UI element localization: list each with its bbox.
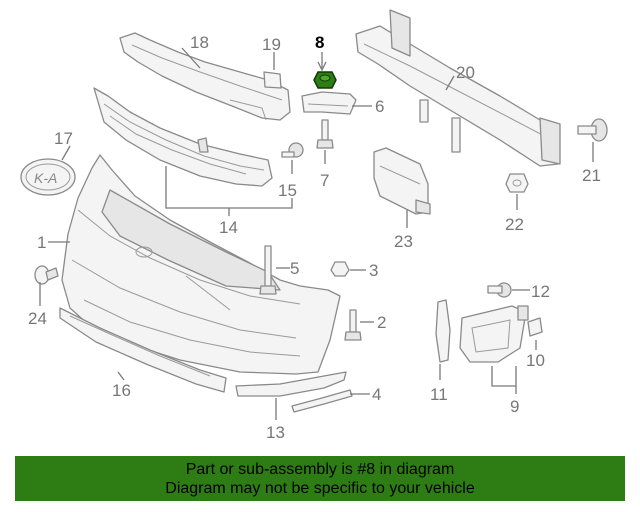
callout-15: 15	[278, 181, 297, 200]
callout-17: 17	[54, 129, 73, 148]
footer-line-2: Diagram may not be specific to your vehi…	[165, 480, 475, 497]
part-23-module	[373, 147, 431, 215]
part-19-bracket	[263, 71, 282, 89]
parts-diagram: K-A	[20, 9, 608, 442]
part-13-moulding	[235, 371, 347, 397]
part-17-emblem: K-A	[20, 158, 76, 196]
part-20-reinforcement	[355, 9, 561, 167]
callout-21: 21	[582, 166, 601, 185]
part-12-bolt	[487, 282, 512, 298]
callout-7: 7	[320, 171, 329, 190]
callout-13: 13	[266, 423, 285, 442]
callout-3: 3	[369, 261, 378, 280]
callout-20: 20	[456, 63, 475, 82]
callout-1: 1	[37, 233, 46, 252]
callout-14: 14	[219, 218, 238, 237]
part-8-nut-highlighted	[313, 71, 337, 89]
callout-23: 23	[394, 232, 413, 251]
leader-lines	[39, 47, 594, 420]
part-24-clip	[34, 265, 59, 285]
part-9-bracket	[459, 305, 529, 363]
part-14-grille	[93, 87, 273, 187]
part-10-clip	[527, 317, 543, 337]
part-6-bracket	[301, 91, 357, 115]
callout-2: 2	[377, 313, 386, 332]
callout-12: 12	[531, 282, 550, 301]
part-1-bumper-cover	[61, 154, 341, 375]
part-5-bolt	[259, 245, 277, 295]
part-15-screw	[281, 142, 304, 158]
part-22-nut	[505, 173, 529, 193]
part-21-bolt	[577, 118, 608, 142]
callout-5: 5	[290, 259, 299, 278]
part-16-lower-lip	[59, 307, 227, 393]
callout-9: 9	[510, 397, 519, 416]
callout-22: 22	[505, 215, 524, 234]
callout-11: 11	[430, 385, 448, 404]
part-2-bolt	[344, 309, 362, 341]
callout-19: 19	[262, 35, 281, 54]
part-7-bolt	[316, 119, 334, 149]
part-11-side-bracket	[435, 299, 451, 363]
callout-8: 8	[315, 33, 324, 52]
footer-banner: Part or sub-assembly is #8 in diagram Di…	[15, 456, 625, 501]
svg-text:K-A: K-A	[34, 170, 57, 186]
footer-line-1: Part or sub-assembly is #8 in diagram	[185, 461, 455, 478]
callout-numbers: 18 19 8 20 6 17 7 15 21 14 22 23 1 5 3 1…	[28, 33, 601, 442]
callout-24: 24	[28, 309, 47, 328]
callout-18: 18	[190, 33, 209, 52]
part-3-nut	[330, 261, 350, 277]
callout-10: 10	[526, 351, 545, 370]
callout-4: 4	[372, 385, 381, 404]
callout-16: 16	[112, 381, 131, 400]
part-18-upper-absorber	[119, 32, 291, 121]
callout-6: 6	[375, 97, 384, 116]
part-4-strip	[291, 389, 353, 413]
